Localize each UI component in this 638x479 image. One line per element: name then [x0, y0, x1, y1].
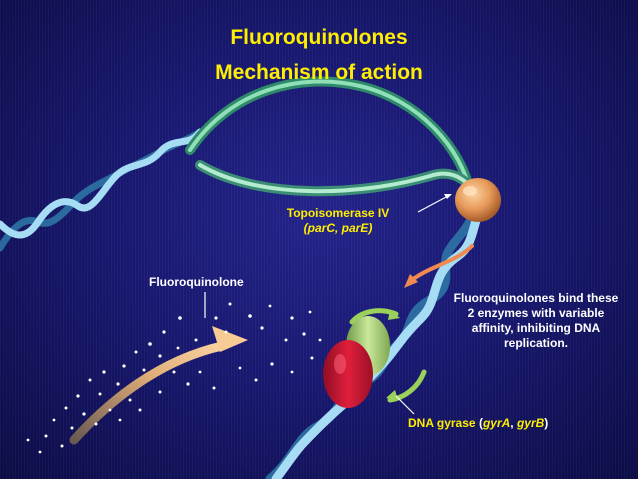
fluoroquinolone-arrow [69, 326, 248, 445]
topoisomerase-pointer-head [444, 194, 452, 199]
gyrase-pointer [395, 395, 415, 415]
dna-loop [185, 76, 475, 197]
gyrase-enzyme [323, 316, 390, 408]
gyrase-comma: , [510, 416, 517, 430]
gyrase-gene-b: gyrB [516, 416, 545, 430]
dna-helix-left [0, 128, 204, 252]
fluoroquinolone-label: Fluoroquinolone [149, 275, 244, 289]
gyrase-name: DNA gyrase [408, 416, 476, 430]
topoisomerase-genes: (parC, parE) [303, 221, 373, 235]
topoisomerase-name: Topoisomerase IV [286, 206, 390, 220]
gyrase-rotation-arrows [349, 308, 427, 403]
mechanism-note: Fluoroquinolones bind these 2 enzymes wi… [453, 291, 619, 350]
topoisomerase-pointer [417, 195, 449, 213]
fluoroquinolone-particles [26, 302, 322, 454]
topoisomerase-label: Topoisomerase IV (parC, parE) [276, 206, 400, 236]
gyrase-paren-open: ( [478, 416, 483, 430]
gyrase-paren-close: ) [544, 416, 549, 430]
topoisomerase-enzyme [455, 178, 501, 222]
gyrase-gene-a: gyrA [482, 416, 511, 430]
slide-title-line-1: Fluoroquinolones [230, 26, 408, 49]
topoisomerase-rotation-arrow [404, 244, 474, 288]
slide-title-line-2: Mechanism of action [215, 61, 423, 84]
gyrase-label: DNA gyrase (gyrA, gyrB) [408, 416, 548, 431]
